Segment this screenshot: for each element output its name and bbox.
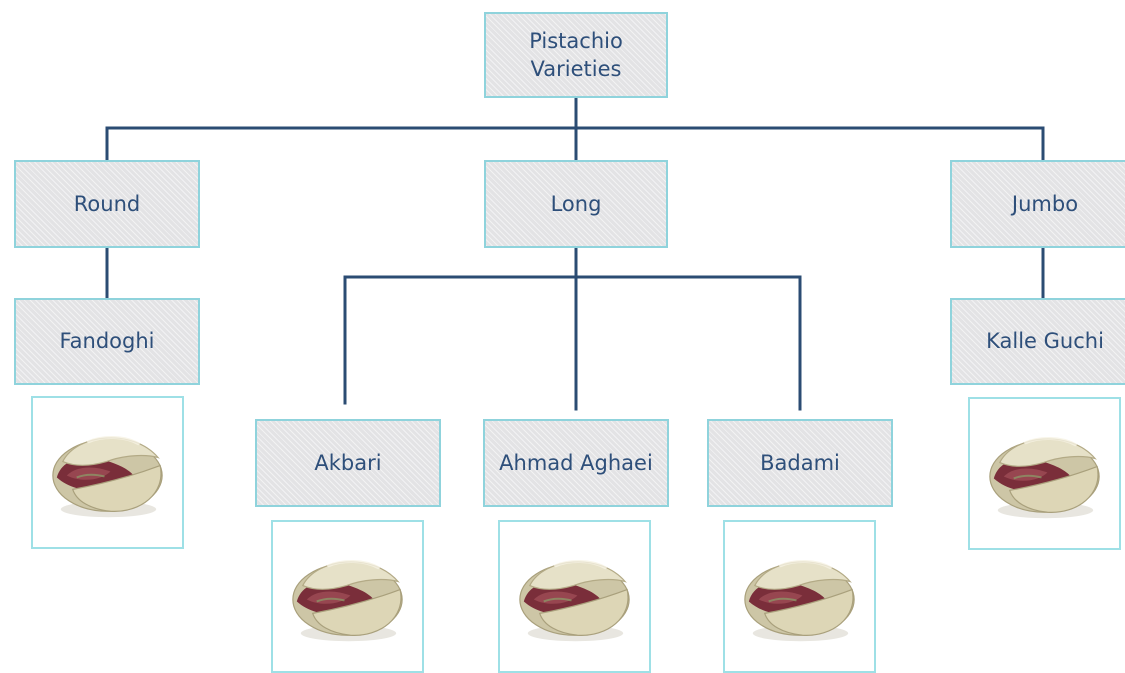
pistachio-nut-icon <box>970 399 1119 548</box>
fandoghi-image <box>31 396 184 549</box>
pistachio-nut-icon <box>725 522 874 671</box>
variety-node-fandoghi: Fandoghi <box>14 298 200 385</box>
ahmad-aghaei-image <box>498 520 651 673</box>
variety-node-ahmad-aghaei: Ahmad Aghaei <box>483 419 669 507</box>
root-node-pistachio-varieties: Pistachio Varieties <box>484 12 668 98</box>
pistachio-nut-icon <box>273 522 422 671</box>
kalle-guchi-image <box>968 397 1121 550</box>
variety-node-kalle-guchi: Kalle Guchi <box>950 298 1125 385</box>
pistachio-nut-icon <box>500 522 649 671</box>
variety-node-akbari: Akbari <box>255 419 441 507</box>
pistachio-nut-icon <box>33 398 182 547</box>
category-node-jumbo: Jumbo <box>950 160 1125 248</box>
category-node-long: Long <box>484 160 668 248</box>
variety-node-badami: Badami <box>707 419 893 507</box>
badami-image <box>723 520 876 673</box>
category-node-round: Round <box>14 160 200 248</box>
akbari-image <box>271 520 424 673</box>
